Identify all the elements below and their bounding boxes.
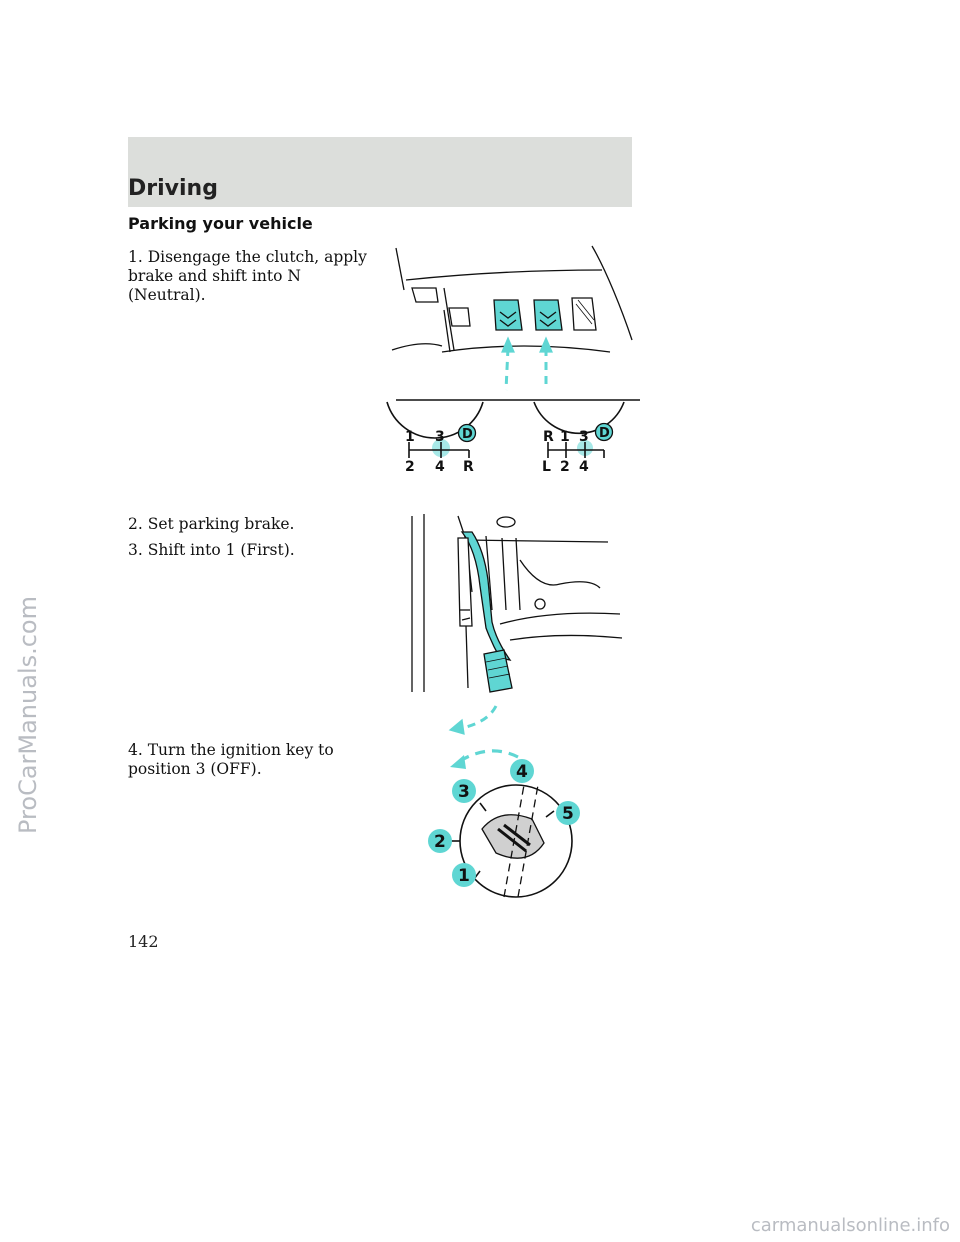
gear-label-3: 3: [435, 429, 445, 445]
section-header-bar: Driving: [128, 137, 632, 207]
gear-label-1: 1: [560, 429, 570, 445]
page-number: 142: [128, 932, 159, 951]
overdrive-marker-d: D: [599, 426, 610, 441]
step-1-text: 1. Disengage the clutch, apply brake and…: [128, 248, 367, 304]
ignition-position-1: 1: [458, 866, 470, 886]
parking-brake-illustration: [411, 514, 623, 735]
shift-pattern-left: 1 3 2 4 R D: [386, 401, 484, 475]
gear-label-2: 2: [560, 459, 570, 475]
side-watermark-text: ProCarManuals.com: [14, 595, 43, 835]
ignition-position-4: 4: [516, 762, 528, 782]
gear-label-4: 4: [579, 459, 589, 475]
ignition-position-5: 5: [562, 804, 574, 824]
gear-label-2: 2: [405, 459, 415, 475]
pedals-illustration: [391, 245, 640, 401]
shift-pattern-right: R 1 3 L 2 4 D: [533, 401, 625, 475]
overdrive-marker-d: D: [462, 427, 473, 442]
bottom-watermark: carmanualsonline.info: [750, 1215, 950, 1236]
gear-label-4: 4: [435, 459, 445, 475]
side-watermark: ProCarManuals.com: [6, 505, 50, 925]
section-heading: Parking your vehicle: [128, 214, 313, 233]
gear-label-l: L: [542, 459, 551, 475]
ignition-switch-illustration: 1 2 3 4 5: [428, 749, 580, 898]
gear-label-3: 3: [579, 429, 589, 445]
gear-label-1: 1: [405, 429, 415, 445]
ignition-position-2: 2: [434, 832, 446, 852]
step-3-text: 3. Shift into 1 (First).: [128, 541, 295, 559]
step-2-text: 2. Set parking brake.: [128, 515, 295, 533]
gear-label-r: R: [463, 459, 474, 475]
gear-label-r: R: [543, 429, 554, 445]
ignition-position-3: 3: [458, 782, 470, 802]
step-4-text: 4. Turn the ignition key to position 3 (…: [128, 741, 334, 778]
section-title: Driving: [128, 176, 218, 201]
